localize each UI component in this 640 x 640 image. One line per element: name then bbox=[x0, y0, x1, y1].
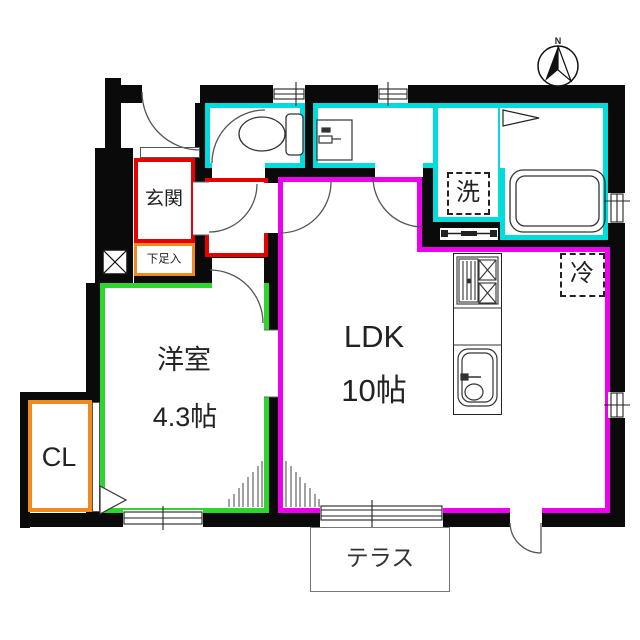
western-room-name: 洋室 bbox=[157, 345, 211, 376]
washroom-merge-patch bbox=[438, 108, 495, 163]
ldk-outline-left bbox=[278, 177, 283, 513]
shoe-cabinet-label: 下足入 bbox=[146, 253, 182, 266]
genkan-room bbox=[134, 158, 195, 243]
ldk-outline-step bbox=[417, 177, 422, 252]
wall-bottom bbox=[20, 513, 625, 527]
washer-space-label: 洗 bbox=[456, 178, 480, 206]
wall-entry-pillar bbox=[105, 78, 121, 152]
ldk-area-upper bbox=[283, 182, 422, 508]
wall-closet-left bbox=[20, 392, 30, 528]
ldk-exit-door-arc bbox=[509, 522, 542, 554]
kitchen-counter bbox=[453, 253, 502, 415]
wall-entry-left-block bbox=[95, 148, 133, 290]
shoe-cabinet-box bbox=[134, 243, 195, 276]
closet-sliding-door bbox=[92, 402, 100, 512]
refrigerator-space bbox=[560, 253, 605, 297]
western-room bbox=[100, 283, 269, 513]
western-room-size: 4.3帖 bbox=[152, 402, 218, 433]
ldk-outline-under-bath bbox=[417, 247, 610, 252]
wall-right bbox=[608, 85, 625, 527]
bathroom bbox=[500, 103, 608, 240]
washing-machine-space bbox=[447, 172, 490, 215]
ldk-name: LDK bbox=[343, 318, 405, 354]
compass-north-label: N bbox=[554, 36, 562, 47]
fridge-space-label: 冷 bbox=[570, 259, 594, 287]
ldk-outline-right bbox=[605, 247, 610, 513]
entrance-step bbox=[140, 147, 200, 158]
ldk-outline-bottom bbox=[278, 508, 610, 513]
closet-box bbox=[28, 400, 92, 512]
ldk-size: 10帖 bbox=[341, 372, 407, 408]
ldk-outline-top bbox=[278, 177, 422, 182]
terrace-label: テラス bbox=[345, 544, 415, 571]
genkan-label: 玄関 bbox=[144, 188, 184, 210]
compass-icon bbox=[537, 45, 579, 87]
terrace-box bbox=[310, 527, 450, 592]
closet-label: CL bbox=[41, 442, 77, 473]
toilet-room bbox=[205, 103, 305, 168]
hallway bbox=[205, 178, 268, 257]
